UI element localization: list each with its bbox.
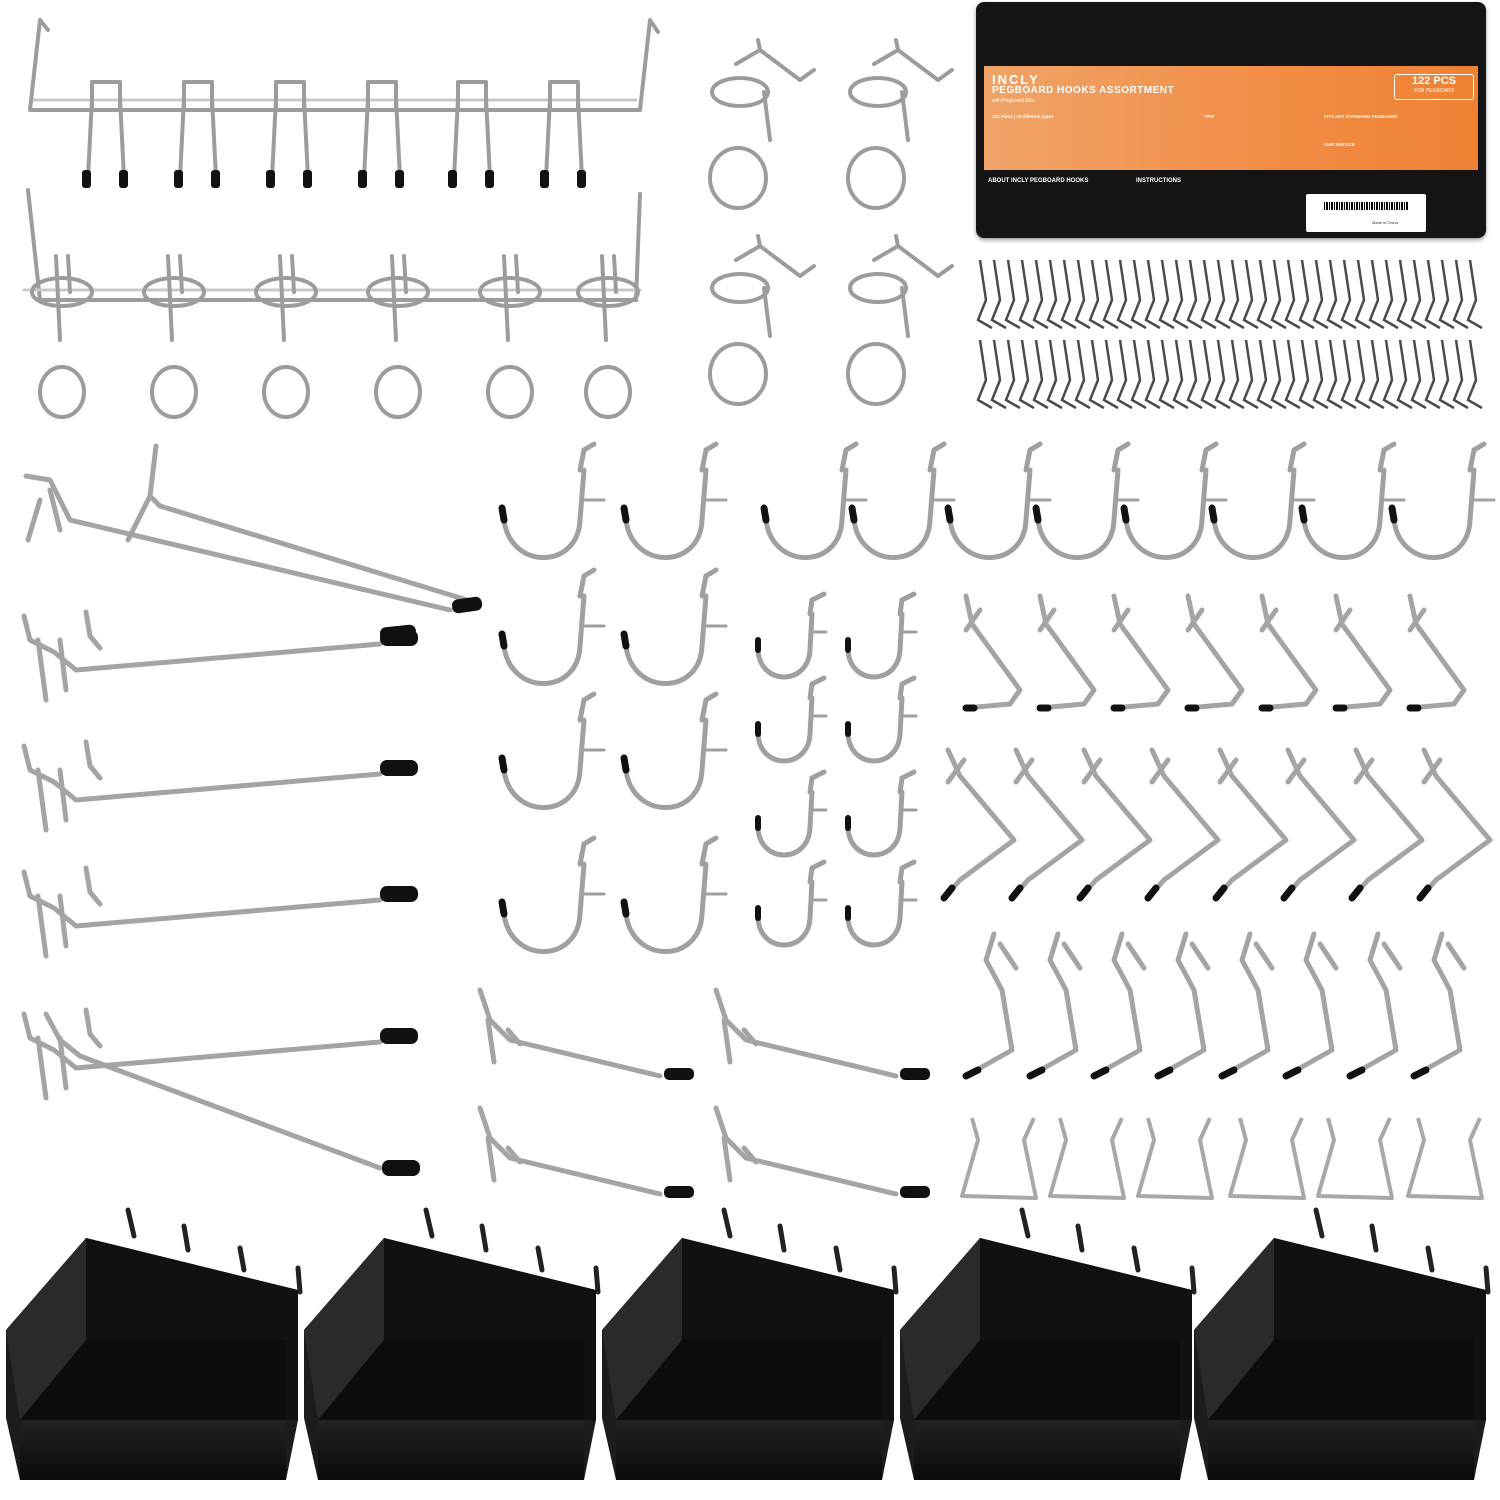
angled-hooks bbox=[477, 596, 1490, 1198]
barcode-sticker: Made in China bbox=[1306, 194, 1426, 232]
j-hooks bbox=[498, 444, 1494, 952]
package-title: PEGBOARD HOOKS ASSORTMENT bbox=[992, 85, 1175, 96]
product-package-box: INCLY PEGBOARD HOOKS ASSORTMENT with Peg… bbox=[976, 2, 1486, 238]
barcode-lines bbox=[1324, 202, 1408, 210]
tool-clips bbox=[960, 1116, 1484, 1200]
package-label: INCLY PEGBOARD HOOKS ASSORTMENT with Peg… bbox=[984, 66, 1478, 170]
brand-name: INCLY bbox=[992, 72, 1040, 87]
package-orange-band: INCLY PEGBOARD HOOKS ASSORTMENT with Peg… bbox=[984, 66, 1478, 170]
long-straight-hooks bbox=[21, 443, 483, 1176]
pegboard-bins bbox=[6, 1207, 1488, 1480]
made-in-text: Made in China bbox=[1372, 220, 1398, 225]
fits-heading: FITS ANY STANDARD PEGBOARD bbox=[1324, 114, 1398, 119]
piece-count: 122 PCS bbox=[1411, 75, 1457, 87]
piece-count-caption: FOR PEGBOARD bbox=[1413, 88, 1455, 94]
pegboard-locks bbox=[976, 259, 1484, 410]
double-hook-strip-rack bbox=[28, 18, 660, 190]
ring-hooks bbox=[708, 38, 954, 406]
package-subtitle: with Pegboard Bins bbox=[992, 98, 1036, 104]
service-heading: OUR SERVICE bbox=[1324, 142, 1355, 147]
contents-heading: 122 Piece | 15 different types bbox=[992, 114, 1054, 119]
about-heading: ABOUT INCLY PEGBOARD HOOKS bbox=[988, 178, 1089, 184]
ring-hook-strip-rack bbox=[22, 188, 642, 419]
piece-count-badge: 122 PCS FOR PEGBOARD bbox=[1394, 74, 1474, 100]
instructions-heading: INSTRUCTIONS bbox=[1136, 178, 1181, 184]
tips-heading: TIPS bbox=[1204, 114, 1215, 119]
